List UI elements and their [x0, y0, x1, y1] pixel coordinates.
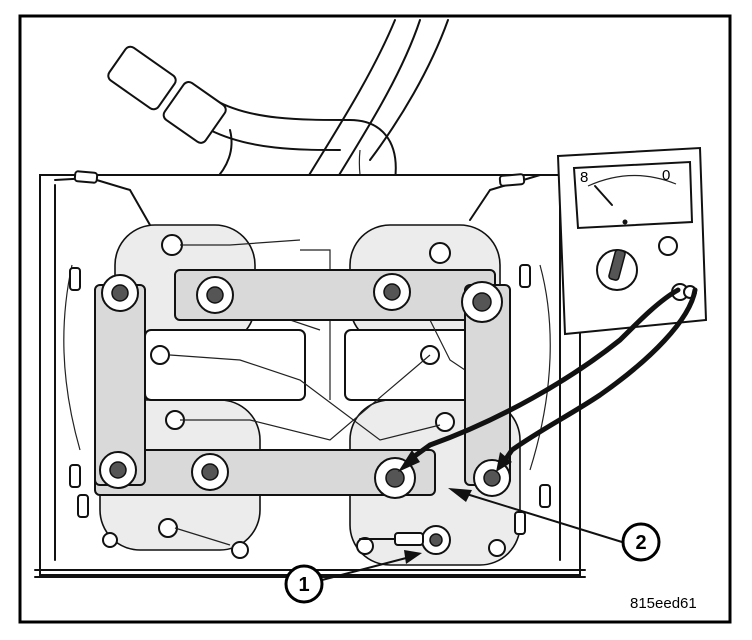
ring-terminals [102, 234, 506, 559]
terminal-stud-icon [99, 451, 137, 489]
bus-bars [94, 269, 511, 496]
terminal-stud-icon [196, 276, 234, 314]
callout-arrow-icon [459, 491, 623, 543]
callout-arrow-icon [321, 556, 411, 581]
meter-zero-adjust [658, 236, 678, 256]
callout-badge-2 [621, 522, 661, 562]
terminal-stud-test-point-b [473, 459, 511, 497]
terminal-stud-icon [101, 274, 139, 312]
meter-scale-label-zero: 0 [662, 167, 670, 184]
terminal-stud-icon [461, 281, 503, 323]
side-clips [69, 264, 551, 535]
harness-connector [107, 45, 177, 111]
callout-badge-1 [284, 564, 324, 604]
test-lead-1 [409, 287, 681, 461]
figure-border [18, 14, 732, 624]
test-lead-1-tip [398, 450, 420, 472]
callout-1: 1 [284, 550, 422, 604]
callout-2: 2 [448, 488, 661, 562]
terminal-stud-icon [373, 273, 411, 311]
terminal-studs [63, 234, 551, 559]
ohmmeter-icon: 8 0 [556, 146, 708, 336]
meter-scale-label-infinity: 8 [580, 169, 588, 186]
meter-dial-face [572, 160, 694, 230]
ground-stud-item-1 [359, 525, 451, 555]
test-lead-icon [398, 287, 698, 472]
terminal-stud-icon [191, 453, 229, 491]
callout-label-1: 1 [298, 574, 309, 596]
test-lead-2-tip [496, 452, 512, 472]
test-lead-2 [500, 287, 698, 466]
figure-id-label: 815eed61 [630, 595, 697, 612]
callout-label-2: 2 [635, 532, 646, 554]
